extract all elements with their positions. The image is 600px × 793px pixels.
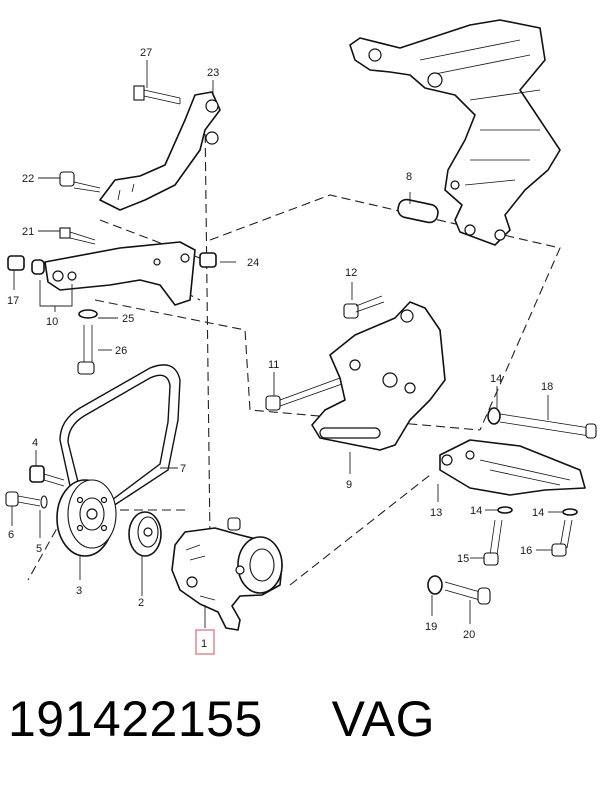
- washer-25: [78, 309, 98, 319]
- v-belt-7: [59, 364, 181, 509]
- callout-7: 7: [180, 463, 186, 475]
- bolt-26: [77, 325, 95, 375]
- washer-10: [31, 259, 45, 275]
- callout-20: 20: [463, 629, 475, 641]
- callout-27: 27: [140, 47, 152, 59]
- callout-10: 10: [46, 316, 58, 328]
- callout-13: 13: [430, 507, 442, 519]
- bolt-6: [5, 491, 41, 507]
- washer-14-right: [562, 508, 578, 516]
- callout-19: 19: [425, 621, 437, 633]
- callout-25: 25: [122, 313, 134, 325]
- washer-14: [487, 407, 501, 425]
- callout-6: 6: [8, 529, 14, 541]
- mounting-plate-13: [439, 439, 586, 496]
- callout-16: 16: [520, 545, 532, 557]
- callout-24: 24: [247, 257, 259, 269]
- callout-3: 3: [76, 585, 82, 597]
- callout-14-left: 14: [470, 505, 482, 517]
- pulley-3: [56, 479, 117, 557]
- bolt-21: [59, 227, 96, 245]
- callout-17: 17: [7, 295, 19, 307]
- callout-9: 9: [346, 479, 352, 491]
- bolt-20: [444, 581, 491, 605]
- washer-5: [40, 495, 48, 509]
- brand-name: VAG: [331, 691, 435, 747]
- highlighted-callout-box: [195, 629, 215, 655]
- power-steering-pump-1: [171, 517, 283, 631]
- bolt-16: [551, 519, 573, 557]
- assembly-dashed-lines: [27, 119, 561, 586]
- engine-support-bracket: [349, 19, 561, 246]
- nut-24: [199, 252, 217, 268]
- hub-2: [128, 511, 162, 557]
- callout-14-right: 14: [532, 507, 544, 519]
- callout-22: 22: [22, 173, 34, 185]
- part-caption: 191422155 VAG: [8, 690, 592, 780]
- washer-14-left: [497, 506, 513, 514]
- bolt-12: [343, 295, 385, 319]
- washer-19: [427, 575, 443, 595]
- part-number: 191422155: [8, 691, 263, 747]
- callout-1: 1: [201, 638, 207, 650]
- callout-18: 18: [541, 381, 553, 393]
- bolt-11: [265, 377, 343, 411]
- nut-17: [7, 255, 25, 271]
- callout-14-top: 14: [490, 373, 502, 385]
- callout-2: 2: [138, 597, 144, 609]
- callout-11: 11: [268, 359, 279, 371]
- support-arm-23: [99, 91, 221, 211]
- callout-leaders: [11, 60, 562, 628]
- exploded-parts-diagram: 27 23 22 21 17 24 10 25 26 8 12 11 9 13 …: [5, 19, 597, 655]
- callout-12: 12: [345, 267, 357, 279]
- bolt-27: [133, 85, 181, 105]
- callout-23: 23: [207, 67, 219, 79]
- pump-bracket-9: [311, 301, 446, 451]
- callout-5: 5: [36, 543, 42, 555]
- callout-21: 21: [22, 226, 34, 238]
- callout-8: 8: [406, 171, 412, 183]
- bushing-8: [397, 198, 439, 224]
- callout-4: 4: [32, 437, 38, 449]
- bolt-4: [29, 465, 65, 487]
- bolt-22: [59, 171, 101, 193]
- callout-15: 15: [457, 553, 469, 565]
- bracket-plate-10: [44, 241, 196, 306]
- callout-labels: 27 23 22 21 17 24 10 25 26 8 12 11 9 13 …: [7, 47, 553, 655]
- callout-26: 26: [115, 345, 127, 357]
- bolt-15: [483, 519, 503, 566]
- bolt-18: [499, 413, 597, 439]
